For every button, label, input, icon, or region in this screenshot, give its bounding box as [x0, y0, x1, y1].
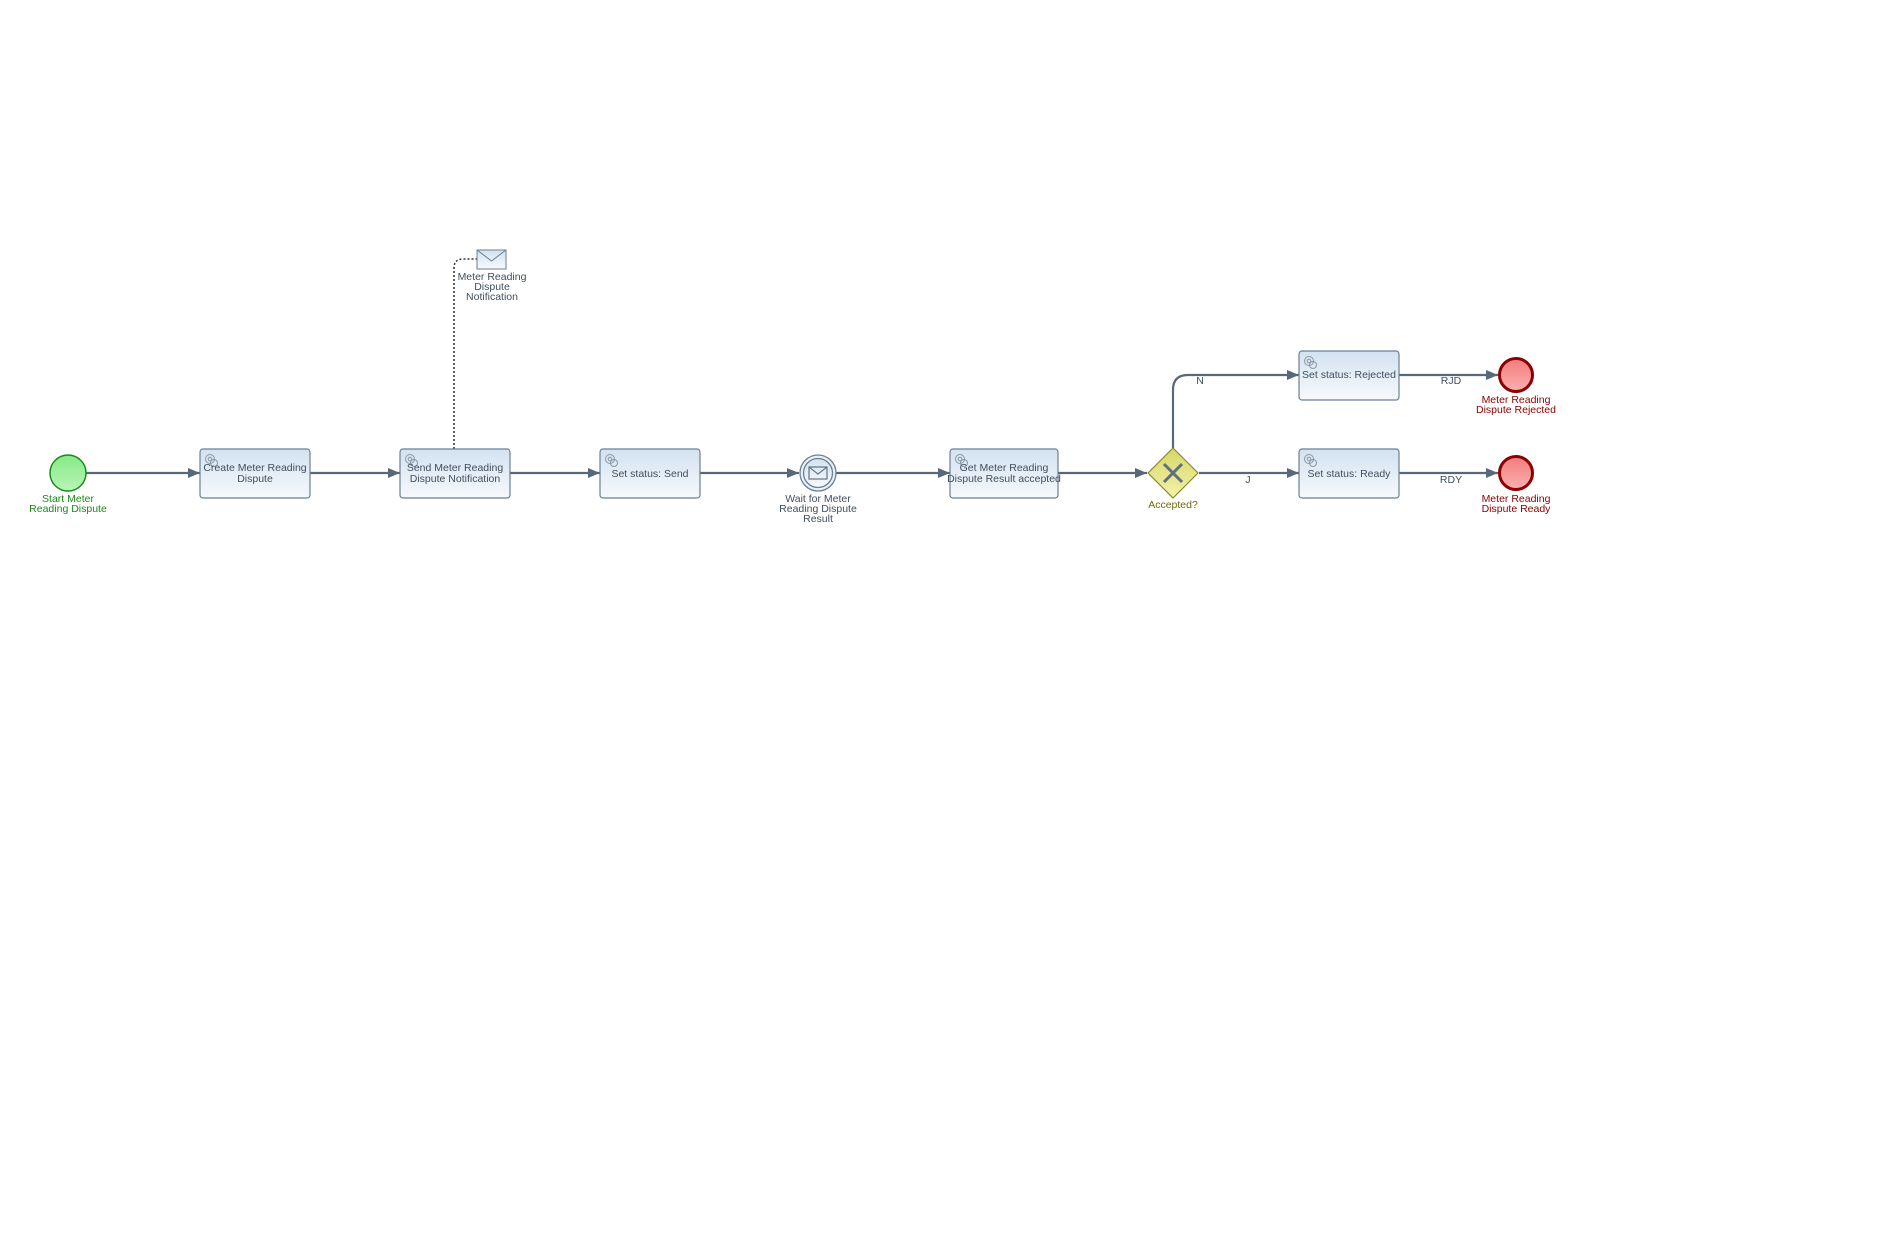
- end-event-ready[interactable]: Meter Reading Dispute Ready: [1482, 455, 1552, 516]
- task-label: Dispute Notification: [410, 473, 501, 485]
- task-label: Set status: Send: [611, 468, 688, 480]
- sequence-flows: [86, 258, 1498, 478]
- message-object-label: Meter Reading: [458, 271, 527, 283]
- end-event-rejected[interactable]: Meter Reading Dispute Rejected: [1476, 357, 1556, 417]
- end-event-label: Dispute Rejected: [1476, 404, 1556, 416]
- gateway-label: Accepted?: [1148, 499, 1198, 511]
- flow-label-yes: J: [1245, 474, 1250, 486]
- end-event-label: Dispute Ready: [1482, 503, 1552, 515]
- task-create-dispute[interactable]: Create Meter Reading Dispute: [199, 448, 311, 499]
- envelope-icon: [476, 249, 507, 270]
- association-dotted: [453, 258, 477, 449]
- envelope-icon: [808, 466, 828, 480]
- task-label: Dispute Result accepted: [947, 473, 1061, 485]
- task-label: Dispute: [237, 473, 273, 485]
- task-set-status-ready[interactable]: Set status: Ready: [1298, 448, 1400, 499]
- task-send-notification[interactable]: Send Meter Reading Dispute Notification: [399, 448, 511, 499]
- flow-label-ready: RDY: [1440, 474, 1462, 486]
- task-label: Set status: Ready: [1308, 468, 1392, 480]
- message-object-label: Notification: [466, 291, 518, 303]
- flow-label-rejected: RJD: [1441, 375, 1462, 387]
- message-object[interactable]: Meter Reading Dispute Notification: [458, 249, 527, 303]
- end-event-label: Meter Reading: [1482, 394, 1551, 406]
- flow-label-no: N: [1196, 375, 1204, 387]
- intermediate-message-event[interactable]: Wait for Meter Reading Dispute Result: [779, 454, 857, 525]
- message-object-label: Dispute: [474, 281, 510, 293]
- exclusive-gateway[interactable]: Accepted?: [1147, 447, 1199, 511]
- intermediate-event-label: Reading Dispute: [779, 503, 857, 515]
- end-event-label: Meter Reading: [1482, 493, 1551, 505]
- task-label: Send Meter Reading: [407, 462, 503, 474]
- start-event-circle[interactable]: [49, 454, 87, 492]
- flow-gateway-no[interactable]: [1171, 370, 1299, 448]
- start-event-label: Reading Dispute: [29, 503, 107, 515]
- x-icon: [1162, 462, 1184, 484]
- intermediate-event-label: Wait for Meter: [785, 493, 851, 505]
- task-set-status-rejected[interactable]: Set status: Rejected: [1298, 350, 1400, 401]
- start-event[interactable]: Start Meter Reading Dispute: [29, 454, 107, 515]
- intermediate-event-label: Result: [803, 513, 833, 525]
- task-label: Get Meter Reading: [960, 462, 1049, 474]
- task-label: Create Meter Reading: [203, 462, 306, 474]
- task-get-result[interactable]: Get Meter Reading Dispute Result accepte…: [947, 448, 1061, 499]
- task-set-status-send[interactable]: Set status: Send: [599, 448, 701, 499]
- task-label: Set status: Rejected: [1302, 369, 1396, 381]
- start-event-label: Start Meter: [42, 493, 94, 505]
